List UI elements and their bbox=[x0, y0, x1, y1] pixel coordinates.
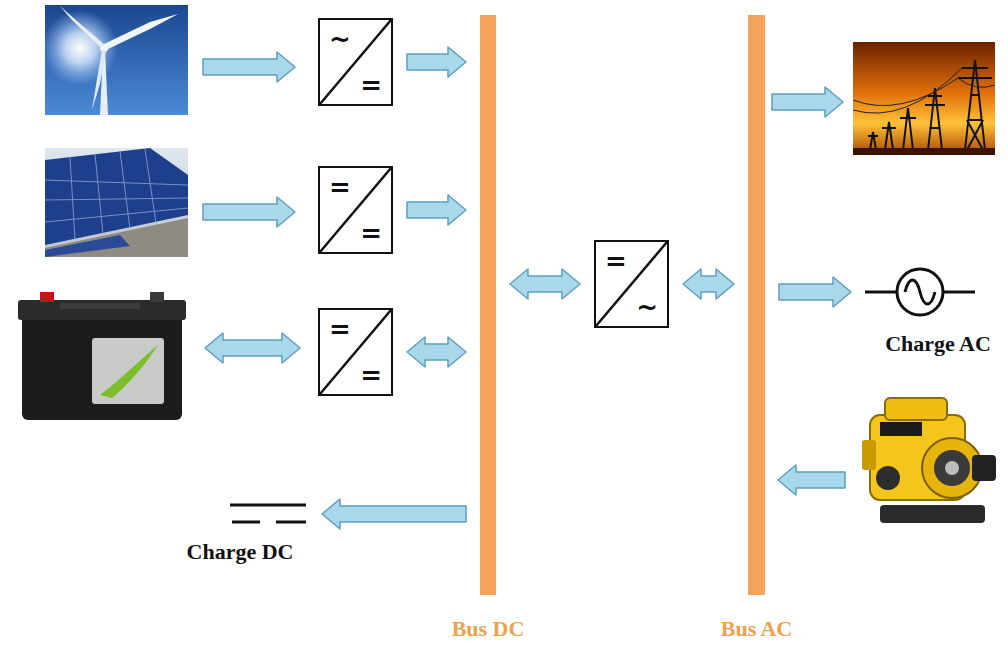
converter-symbol: = bbox=[360, 362, 382, 388]
ac-load-symbol bbox=[865, 266, 975, 318]
converter-symbol: ~ bbox=[329, 26, 351, 52]
power-flow-arrow bbox=[683, 269, 734, 299]
power-flow-arrow bbox=[407, 337, 466, 367]
converter-box: == bbox=[318, 166, 393, 254]
power-flow-arrow bbox=[407, 195, 466, 225]
export-arrow bbox=[772, 87, 843, 117]
supply-arrow bbox=[203, 197, 295, 227]
battery-picture bbox=[18, 292, 186, 420]
dc-load: Charge DC bbox=[228, 498, 308, 530]
power-flow-arrow bbox=[407, 47, 466, 77]
storage-arrow bbox=[205, 333, 300, 363]
bus-label: Bus DC bbox=[452, 617, 525, 641]
power-flow-arrow bbox=[322, 499, 466, 529]
solar-panel-picture bbox=[45, 148, 188, 257]
supply-arrow bbox=[203, 52, 295, 82]
converter-symbol: ~ bbox=[636, 294, 658, 320]
bus-label: Bus AC bbox=[721, 617, 793, 641]
load-label: Charge AC bbox=[885, 332, 991, 356]
converter-symbol: = bbox=[360, 72, 382, 98]
generator-arrow bbox=[778, 465, 845, 495]
diesel-generator-picture bbox=[862, 398, 996, 523]
dc-load-symbol bbox=[228, 498, 308, 530]
bus-bar: Bus AC bbox=[748, 15, 765, 595]
converter-box: ~= bbox=[318, 18, 393, 106]
converter-box: == bbox=[318, 308, 393, 396]
converter-box: =~ bbox=[594, 240, 669, 328]
converter-symbol: = bbox=[360, 220, 382, 246]
wind-turbine-picture bbox=[42, 5, 188, 115]
converter-symbol: = bbox=[329, 174, 351, 200]
bus-bar: Bus DC bbox=[480, 15, 496, 595]
power-flow-arrow bbox=[779, 277, 851, 307]
power-flow-arrow bbox=[510, 269, 580, 299]
converter-symbol: = bbox=[329, 316, 351, 342]
load-label: Charge DC bbox=[187, 540, 294, 564]
ac-load: Charge AC bbox=[865, 266, 975, 318]
converter-symbol: = bbox=[605, 248, 627, 274]
power-grid-picture bbox=[853, 42, 995, 155]
